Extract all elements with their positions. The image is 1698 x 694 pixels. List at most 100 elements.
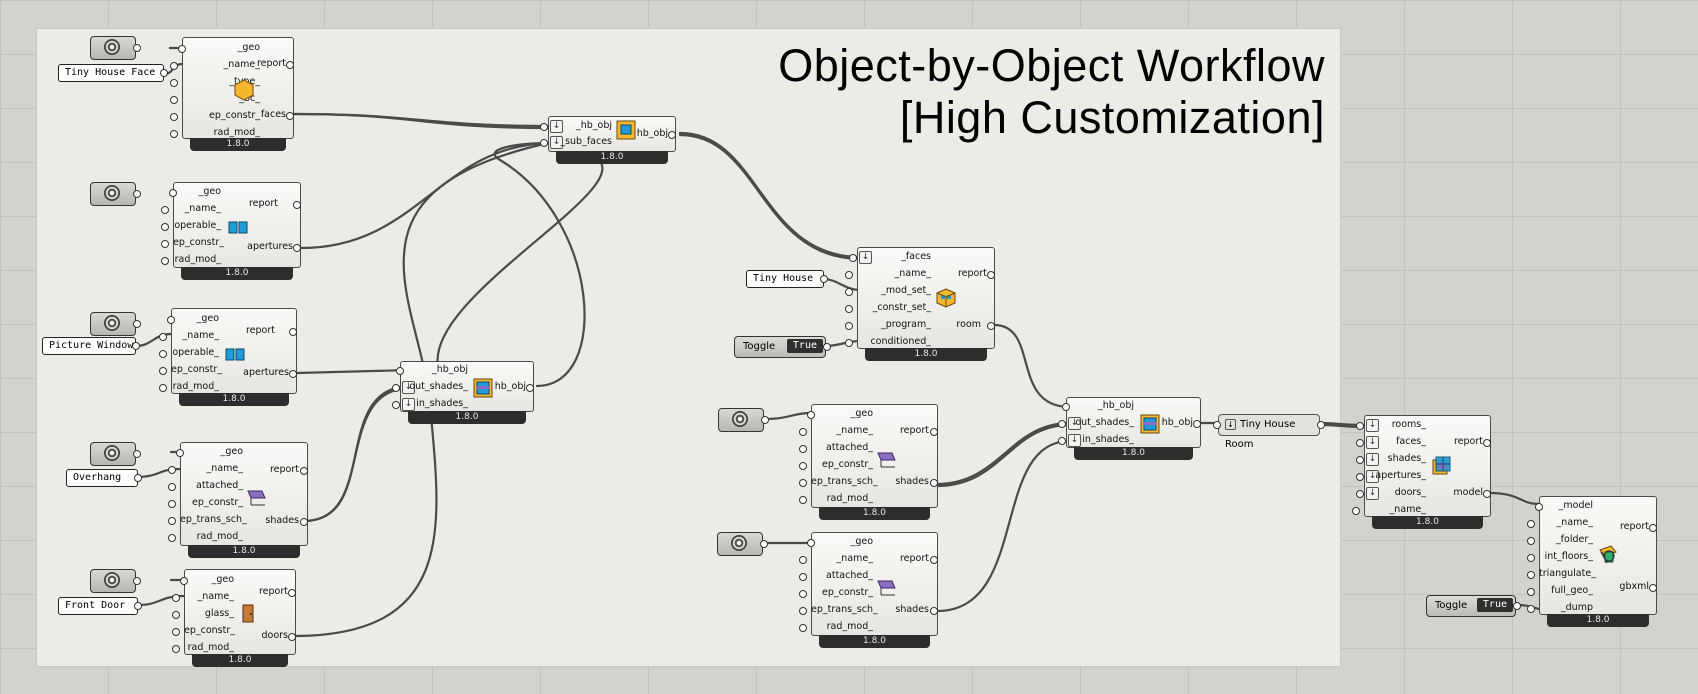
version-label: 1.8.0 [819, 635, 930, 648]
input-rad-mod: rad_mod_ [159, 381, 219, 392]
input-mod-set: _mod_set_ [845, 285, 931, 297]
toggle-label: Toggle [743, 341, 776, 352]
output-doors: doors [261, 630, 296, 641]
output-gbxml: gbxml [1619, 581, 1657, 592]
output-model: model [1453, 487, 1491, 498]
hb-aperture-component[interactable]: _geo _name_ operable_ ep_constr_ rad_mod… [161, 182, 302, 284]
hb-face-component[interactable]: _geo _name_ _type_ _bc_ ep_constr_ rad_m… [170, 37, 295, 155]
version-label: 1.8.0 [556, 151, 668, 164]
input-int-floors: int_floors_ [1527, 551, 1593, 563]
version-label: 1.8.0 [408, 411, 526, 424]
wire [678, 131, 863, 259]
geometry-param-picker[interactable] [90, 569, 141, 593]
version-label: 1.8.0 [1372, 516, 1483, 529]
input-out-shades: out_shades_ [1058, 417, 1134, 429]
output-shades: shades [265, 515, 308, 526]
output-room: room [956, 319, 995, 330]
wire [935, 421, 1072, 486]
geometry-param-picker[interactable] [718, 408, 769, 432]
add-shade-icon [1140, 414, 1160, 434]
version-label: 1.8.0 [819, 507, 930, 520]
input-geo: _geo [807, 536, 873, 548]
input-sub-faces: _sub_faces [540, 136, 612, 148]
param-label: Tiny House Room [1225, 419, 1296, 450]
input-ep-constr: ep_constr_ [799, 587, 873, 599]
hb-shade-component[interactable]: _geo _name_ attached_ ep_constr_ ep_tran… [168, 442, 309, 562]
hb-door-component[interactable]: _geo _name_ glass_ ep_constr_ rad_mod_ r… [172, 569, 297, 671]
param-tiny-house-room[interactable]: ↓Tiny House Room [1213, 414, 1325, 450]
output-hb-obj: hb_obj [494, 381, 535, 392]
input-constr-set: _constr_set_ [845, 302, 931, 314]
output-report: report [269, 464, 309, 475]
toggle-value[interactable]: True [1476, 598, 1513, 612]
toggle-conditioned[interactable]: Toggle True [734, 336, 831, 358]
input-name: _name_ [845, 268, 931, 280]
wire [299, 141, 555, 250]
room-icon [936, 288, 956, 308]
geometry-param-picker[interactable] [90, 442, 141, 466]
input-faces: faces_ [1356, 436, 1426, 448]
geometry-param-picker[interactable] [90, 36, 141, 60]
input-hb-obj: _hb_obj [1062, 400, 1134, 412]
flatten-icon: ↓ [1068, 434, 1081, 447]
flatten-icon: ↓ [1366, 470, 1379, 483]
wire [1488, 491, 1541, 506]
hb-aperture-component[interactable]: _geo _name_ operable_ ep_constr_ rad_mod… [159, 308, 298, 410]
window-icon [228, 221, 248, 234]
hb-gbxml-component[interactable]: _model _name_ _folder_ int_floors_ trian… [1527, 496, 1658, 631]
hb-add-shade-component[interactable]: ↓ ↓ _hb_obj out_shades_ in_shades_ hb_ob… [392, 361, 535, 428]
gbxml-icon [1599, 545, 1617, 564]
input-full-geo: full_geo_ [1527, 585, 1593, 597]
input-ep-constr: ep_constr_ [159, 364, 223, 375]
version-label: 1.8.0 [192, 654, 288, 667]
input-ep-trans-sch: ep_trans_sch_ [799, 476, 878, 487]
window-icon [225, 348, 245, 361]
input-rad-mod: rad_mod_ [799, 621, 873, 633]
wire [935, 423, 1072, 488]
wire [291, 112, 555, 128]
flatten-icon: ↓ [1366, 419, 1379, 432]
hb-room-component[interactable]: ↓ _faces _name_ _mod_set_ _constr_set_ _… [845, 247, 996, 365]
input-bc: _bc_ [170, 93, 260, 105]
group-title: Object-by-Object Workflow [High Customiz… [778, 40, 1325, 144]
version-label: 1.8.0 [188, 545, 300, 558]
version-label: 1.8.0 [181, 267, 293, 280]
geometry-param-picker[interactable] [90, 182, 141, 206]
input-apertures: apertures_ [1356, 470, 1426, 482]
panel-overhang[interactable]: Overhang [66, 469, 142, 487]
input-ep-constr: ep_constr_ [161, 237, 225, 248]
hb-model-component[interactable]: ↓ ↓ ↓ ↓ ↓ rooms_ faces_ shades_ aperture… [1352, 415, 1492, 533]
hb-shade-component[interactable]: _geo _name_ attached_ ep_constr_ ep_tran… [799, 404, 939, 524]
hb-add-shade-component[interactable]: ↓ ↓ _hb_obj out_shades_ in_shades_ hb_ob… [1058, 397, 1202, 464]
input-ep-constr: ep_constr_ [172, 625, 236, 636]
panel-picture-window[interactable]: Picture Window [42, 337, 140, 355]
door-icon [242, 604, 254, 623]
wire [762, 411, 813, 421]
wire [295, 368, 413, 375]
geometry-param-picker[interactable] [717, 532, 768, 556]
title-line-1: Object-by-Object Workflow [778, 40, 1325, 91]
geometry-param-picker[interactable] [90, 312, 141, 336]
output-report: report [1453, 436, 1492, 447]
panel-front-door[interactable]: Front Door [58, 597, 142, 615]
input-name: _name_ [172, 591, 234, 603]
output-shades: shades [895, 476, 938, 487]
input-out-shades: out_shades_ [392, 381, 468, 393]
input-attached: attached_ [799, 570, 873, 582]
shade-icon [877, 452, 896, 468]
hb-shade-component[interactable]: _geo _name_ attached_ ep_constr_ ep_tran… [799, 532, 939, 652]
toggle-dump[interactable]: Toggle True [1426, 595, 1521, 617]
hb-add-subface-component[interactable]: ↓ ↓ _hb_obj _sub_faces hb_obj 1.8.0 [540, 116, 677, 168]
flatten-icon: ↓ [1366, 436, 1379, 449]
input-name: _name_ [159, 330, 219, 342]
panel-tiny-house[interactable]: Tiny House [746, 270, 828, 288]
output-report: report [248, 198, 302, 209]
output-hb-obj: hb_obj [636, 128, 677, 139]
input-rad-mod: rad_mod_ [168, 531, 243, 543]
input-faces: _faces [849, 251, 931, 263]
input-shades: shades_ [1356, 453, 1426, 465]
flatten-icon: ↓ [859, 251, 872, 264]
input-model: _model [1535, 500, 1593, 512]
toggle-value[interactable]: True [786, 339, 823, 353]
panel-tiny-house-face[interactable]: Tiny House Face [58, 64, 168, 82]
